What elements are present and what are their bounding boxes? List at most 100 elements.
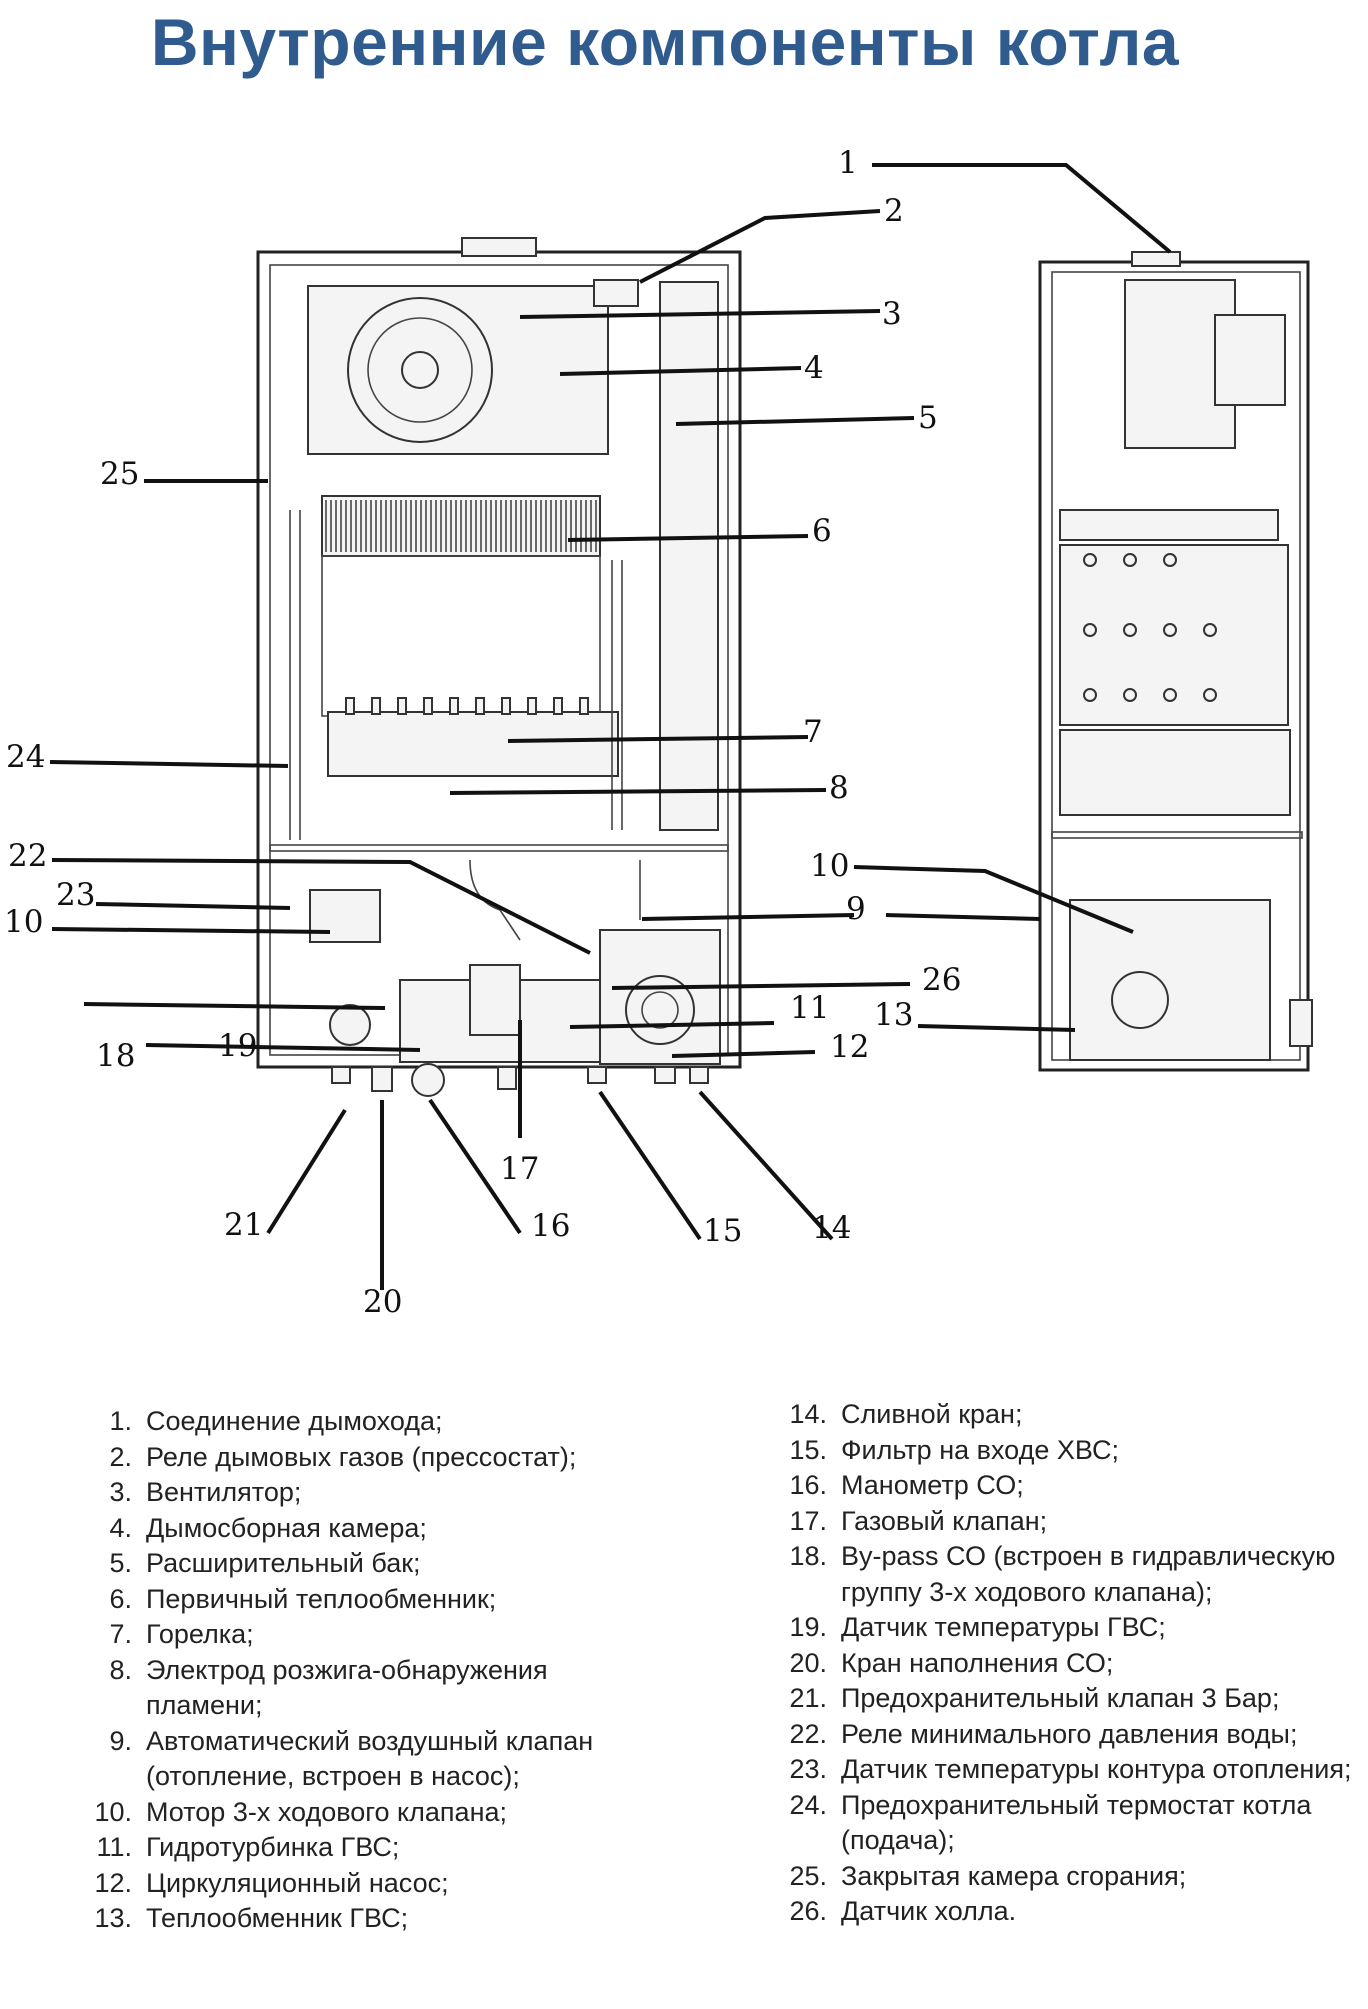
legend-left: 1. Соединение дымохода; 2. Реле дымовых газ… [60,1404,660,1937]
legend-text: Сливной кран; [841,1399,1023,1429]
legend-number: 10. [94,1796,132,1827]
legend-text: Предохранительный клапан 3 Бар; [841,1683,1280,1713]
front-view [256,237,742,1097]
legend-item: 3.Вентилятор; [60,1475,660,1511]
legend-text: Дымосборная камера; [146,1512,427,1543]
legend-item: 1. Соединение дымохода; [60,1404,660,1440]
callout-22: 22 [8,838,47,874]
legend-right: 14.Сливной кран;15.Фильтр на входе ХВС;1… [775,1397,1367,1930]
legend-number: 26. [789,1896,827,1926]
callout-13: 13 [874,997,913,1033]
callout-9: 9 [846,891,866,927]
legend-item: 5.Расширительный бак; [60,1546,660,1582]
callout-5: 5 [918,400,938,436]
legend-item: 20. Кран наполнения СО; [775,1646,1367,1682]
legend-text: Реле минимального давления воды; [841,1718,1298,1749]
callout-11: 11 [790,990,829,1026]
legend-item: 4. Дымосборная камера; [60,1511,660,1547]
legend-text: Закрытая камера сгорания; [841,1860,1187,1891]
legend-number: 20. [789,1647,827,1678]
legend-item: 23.Датчик температуры контура отопления; [775,1752,1367,1788]
legend-text: Первичный теплообменник; [146,1583,497,1614]
legend-text: Датчик холла. [841,1896,1017,1926]
legend-number: 15. [789,1434,827,1465]
callout-4: 4 [804,350,824,386]
callout-6: 6 [812,513,832,549]
legend-text: Расширительный бак; [146,1548,421,1578]
callout-1: 1 [838,145,858,181]
legend-text: Кран наполнения СО; [841,1647,1114,1678]
legend-number: 24. [789,1789,827,1820]
legend-number: 9. [109,1725,132,1756]
legend-text: Реле дымовых газов (прессостат); [146,1441,577,1472]
legend-number: 11. [96,1832,132,1862]
heat-exchanger-fins [325,500,597,552]
callout-8: 8 [829,770,849,806]
legend-number: 4. [109,1512,132,1543]
legend-item: 21. Предохранительный клапан 3 Бар; [775,1681,1367,1717]
callout-3: 3 [882,296,902,332]
legend-text: Соединение дымохода; [146,1406,443,1436]
flue-connector [461,237,537,257]
callout-25: 25 [100,456,139,492]
legend-number: 23. [789,1754,827,1784]
callout-24: 24 [6,739,45,775]
callout-21: 21 [224,1207,263,1243]
legend-item: 19.Датчик температуры ГВС; [775,1610,1367,1646]
leader-lines [49,163,1172,1290]
legend-number: 13. [94,1903,132,1933]
dhw-sensor [329,1004,371,1046]
callout-19: 19 [218,1028,257,1064]
legend-text: Теплообменник ГВС; [146,1903,409,1933]
callout-labels: 1 2 3 4 5 6 7 8 9 10 11 12 13 14 15 16 1… [4,145,961,1320]
legend-text: Газовый клапан; [841,1505,1048,1536]
legend-item: 12. Циркуляционный насос; [60,1866,660,1902]
callout-7: 7 [803,714,823,750]
callout-16: 16 [531,1208,570,1244]
legend-number: 25. [789,1860,827,1891]
legend-text: Вентилятор; [146,1477,302,1507]
legend-item: 8. Электрод розжига-обнаружения пламени; [60,1653,660,1724]
legend-text: Циркуляционный насос; [146,1867,449,1898]
legend-item: 16.Манометр СО; [775,1468,1367,1504]
legend-item: 25. Закрытая камера сгорания; [775,1859,1367,1895]
burner [327,711,619,777]
expansion-tank [659,281,719,831]
legend-text: Горелка; [146,1619,254,1649]
callout-10-front: 10 [4,904,43,940]
legend-number: 16. [789,1470,827,1500]
legend-text: Электрод розжига-обнаружения пламени; [146,1654,548,1721]
gas-valve [469,964,521,1036]
legend-item: 11.Гидротурбинка ГВС; [60,1830,660,1866]
legend-number: 22. [789,1718,827,1749]
legend-number: 7. [109,1619,132,1649]
legend-text: Датчик температуры ГВС; [841,1612,1166,1642]
legend-number: 21. [789,1683,827,1713]
legend-number: 14. [789,1399,827,1429]
legend-text: Фильтр на входе ХВС; [841,1434,1119,1465]
callout-26: 26 [922,962,961,998]
legend-number: 12. [94,1867,132,1898]
legend-item: 14. Сливной кран; [775,1397,1367,1433]
legend-number: 1. [109,1406,132,1436]
legend-number: 2. [109,1441,132,1472]
legend-number: 8. [109,1654,132,1685]
legend-item: 18.By-pass СО (встроен в гидравлическую … [775,1539,1367,1610]
legend-item: 7. Горелка; [60,1617,660,1653]
callout-20: 20 [363,1284,402,1320]
legend-item: 6. Первичный теплообменник; [60,1582,660,1618]
callout-10-side: 10 [810,848,849,884]
callout-23: 23 [56,877,95,913]
legend-number: 6. [109,1583,132,1614]
legend-item: 24. Предохранительный термостат котла (по… [775,1788,1367,1859]
legend-item: 17.Газовый клапан; [775,1504,1367,1540]
legend-text: Предохранительный термостат котла (подач… [841,1789,1312,1856]
legend-item: 9.Автоматический воздушный клапан (отопл… [60,1724,660,1795]
callout-17: 17 [500,1151,539,1187]
legend-item: 13. Теплообменник ГВС; [60,1901,660,1937]
callout-2: 2 [884,193,904,229]
pressure-gauge [411,1063,445,1097]
pressostat [593,279,639,307]
burner-jets [345,697,589,715]
legend-item: 22. Реле минимального давления воды; [775,1717,1367,1753]
